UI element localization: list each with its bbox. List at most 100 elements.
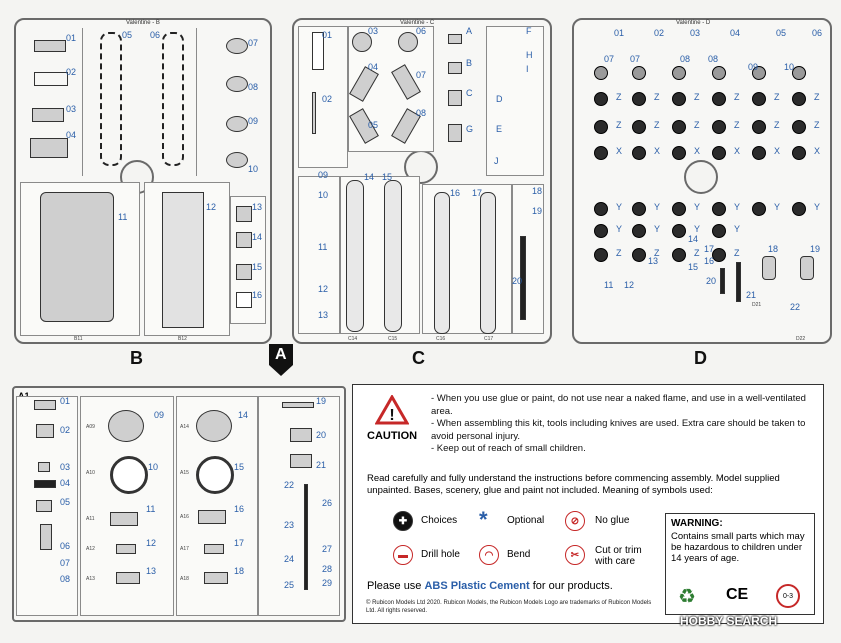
part-c06	[398, 32, 418, 52]
wheel-mark: Z	[694, 120, 700, 130]
wheel-mark: Z	[774, 92, 780, 102]
cement-brand: ABS Plastic Cement	[424, 580, 530, 592]
part-a10-ring	[110, 456, 148, 494]
part-a12	[116, 544, 136, 554]
label-b13: 13	[252, 202, 263, 212]
sprue-c-bottom-left-cell	[298, 176, 340, 334]
label-a01: 01	[60, 396, 71, 406]
label-b04: 04	[66, 130, 77, 140]
part-c-c	[448, 90, 462, 106]
wheel-mark: X	[616, 146, 623, 156]
label-d04: 04	[730, 28, 741, 38]
label-d12: 12	[624, 280, 635, 290]
part-a20	[290, 428, 312, 442]
caution-line-2: - When assembling this kit, tools includ…	[431, 418, 806, 442]
label-c-a: A	[466, 26, 473, 36]
part-b03	[32, 108, 64, 122]
warning-triangle-icon: !	[375, 395, 409, 425]
label-c-e: E	[496, 124, 503, 134]
label-c-c: C	[466, 88, 473, 98]
cut-trim-icon: ✂	[565, 545, 585, 565]
wheel-mark: Z	[616, 120, 622, 130]
part-b11-hull	[40, 192, 114, 322]
label-a27: 27	[322, 544, 333, 554]
part-a09-turret	[108, 410, 144, 442]
label-c15: 15	[382, 172, 393, 182]
label-a05: 05	[60, 497, 71, 507]
part-a21	[290, 454, 312, 468]
label-d20: 20	[706, 276, 717, 286]
code-b11: B11	[74, 336, 83, 342]
code-c17: C17	[484, 336, 494, 342]
wheel-mark: Z	[774, 120, 780, 130]
road-wheel	[792, 66, 806, 80]
sprue-c-letters-cell	[486, 26, 544, 176]
road-wheel	[672, 146, 686, 160]
label-c-d: D	[496, 94, 503, 104]
road-wheel	[594, 92, 608, 106]
sprue-a-marker-icon	[269, 344, 293, 376]
optional-label: Optional	[507, 515, 545, 526]
label-c07: 07	[416, 70, 427, 80]
part-c-g	[448, 124, 462, 142]
code-a11: A11	[86, 516, 95, 522]
part-a18	[204, 572, 228, 584]
label-c16: 16	[450, 188, 461, 198]
road-wheel	[594, 224, 608, 238]
label-d16: 16	[704, 256, 715, 266]
bend-icon: ◠	[479, 545, 499, 565]
sprue-b-left-column	[20, 28, 83, 176]
road-wheel	[594, 248, 608, 262]
wheel-mark: X	[814, 146, 821, 156]
part-a15-ring	[196, 456, 234, 494]
part-a02	[36, 424, 54, 438]
label-c-b: B	[466, 58, 473, 68]
part-d21	[736, 262, 741, 302]
label-a14: 14	[238, 410, 249, 420]
label-d03: 03	[690, 28, 701, 38]
road-wheel	[752, 92, 766, 106]
wheel-mark: Y	[616, 202, 623, 212]
road-wheel	[792, 146, 806, 160]
road-wheel	[632, 120, 646, 134]
code-a12: A12	[86, 546, 95, 552]
label-c10: 10	[318, 190, 329, 200]
label-d19: 19	[810, 244, 821, 254]
code-c15: C15	[388, 336, 398, 342]
part-a11	[110, 512, 138, 526]
part-b15	[236, 264, 252, 280]
label-b07: 07	[248, 38, 259, 48]
label-a15: 15	[234, 462, 245, 472]
code-a09: A09	[86, 424, 95, 430]
part-c02	[312, 92, 316, 134]
road-wheel	[672, 248, 686, 262]
sprue-d-letter: D	[694, 348, 707, 368]
road-wheel	[752, 146, 766, 160]
road-wheel	[672, 120, 686, 134]
label-d09: 09	[748, 62, 759, 72]
part-c16-arm	[434, 192, 450, 334]
part-a13	[116, 572, 140, 584]
label-c-f: F	[526, 26, 532, 36]
wheel-mark: X	[774, 146, 781, 156]
part-b05-track	[100, 32, 122, 166]
label-a10: 10	[148, 462, 159, 472]
label-c08: 08	[416, 108, 427, 118]
label-b03: 03	[66, 104, 77, 114]
wheel-mark: Z	[734, 92, 740, 102]
part-a26-28	[304, 484, 308, 590]
wheel-mark: Y	[734, 202, 741, 212]
label-a09: 09	[154, 410, 165, 420]
label-d05: 05	[776, 28, 787, 38]
road-wheel	[632, 92, 646, 106]
part-b07	[226, 38, 248, 54]
sprue-b-title: Valentine - B	[126, 20, 160, 26]
label-a23: 23	[284, 520, 295, 530]
wheel-mark: Z	[616, 248, 622, 258]
caution-lines: - When you use glue or paint, do not use…	[431, 393, 811, 456]
code-a13: A13	[86, 576, 95, 582]
wheel-mark: Z	[734, 120, 740, 130]
part-a01	[34, 400, 56, 410]
label-a08: 08	[60, 574, 71, 584]
road-wheel	[672, 224, 686, 238]
